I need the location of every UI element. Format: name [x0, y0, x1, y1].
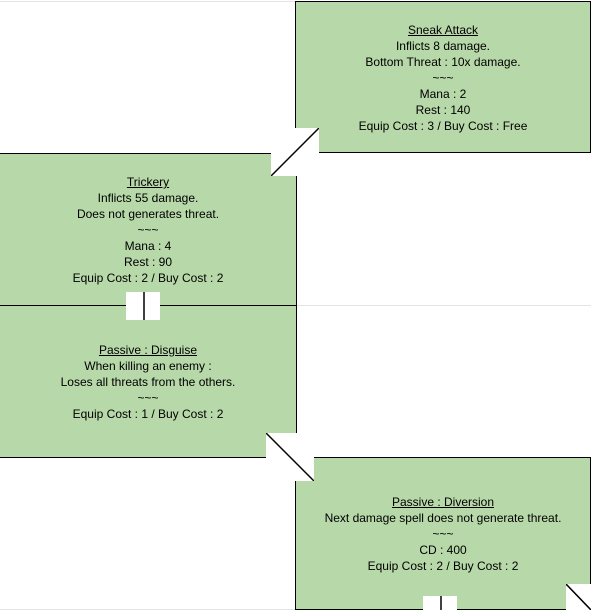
card-line: Loses all threats from the others. — [60, 375, 236, 389]
gridline-middle — [296, 305, 591, 306]
card-line: Inflicts 8 damage. — [395, 39, 491, 53]
card-separator: ~~~ — [432, 71, 454, 85]
card-separator: ~~~ — [432, 527, 454, 541]
card-line: Equip Cost : 2 / Buy Cost : 2 — [72, 271, 224, 285]
diagonal-connector-line — [266, 433, 314, 481]
vertical-connector-line — [440, 596, 442, 610]
card-trickery: Trickery Inflicts 55 damage. Does not ge… — [0, 153, 297, 306]
card-title: Sneak Attack — [407, 23, 479, 37]
card-line: Rest : 140 — [415, 103, 471, 117]
diagonal-connector-line — [271, 128, 319, 176]
card-passive-disguise: Passive : Disguise When killing an enemy… — [0, 305, 297, 458]
connector-sneak-attack-to-trickery — [271, 128, 319, 176]
card-line: When killing an enemy : — [84, 359, 212, 373]
vertical-connector-line — [143, 292, 145, 320]
card-line: Bottom Threat : 10x damage. — [365, 55, 521, 69]
card-separator: ~~~ — [137, 223, 159, 237]
card-line: Does not generates threat. — [76, 207, 220, 221]
connector-diversion-down — [423, 596, 457, 610]
card-sneak-attack: Sneak Attack Inflicts 8 damage. Bottom T… — [295, 1, 591, 153]
card-line: Equip Cost : 2 / Buy Cost : 2 — [367, 559, 519, 573]
card-line: CD : 400 — [419, 543, 467, 557]
card-title: Trickery — [126, 175, 170, 189]
card-title: Passive : Disguise — [98, 343, 198, 357]
connector-disguise-to-diversion — [266, 433, 314, 481]
card-title: Passive : Diversion — [391, 495, 495, 509]
card-line: Rest : 90 — [123, 255, 173, 269]
card-separator: ~~~ — [137, 391, 159, 405]
connector-trickery-to-disguise — [126, 292, 160, 320]
card-line: Equip Cost : 1 / Buy Cost : 2 — [72, 407, 224, 421]
card-line: Mana : 2 — [419, 87, 467, 101]
diagonal-connector-line — [566, 584, 591, 610]
card-line: Inflicts 55 damage. — [97, 191, 199, 205]
card-line: Mana : 4 — [124, 239, 172, 253]
card-line: Next damage spell does not generate thre… — [324, 511, 562, 525]
card-passive-diversion: Passive : Diversion Next damage spell do… — [295, 457, 591, 610]
card-line: Equip Cost : 3 / Buy Cost : Free — [358, 119, 528, 133]
connector-diversion-right — [566, 584, 591, 610]
